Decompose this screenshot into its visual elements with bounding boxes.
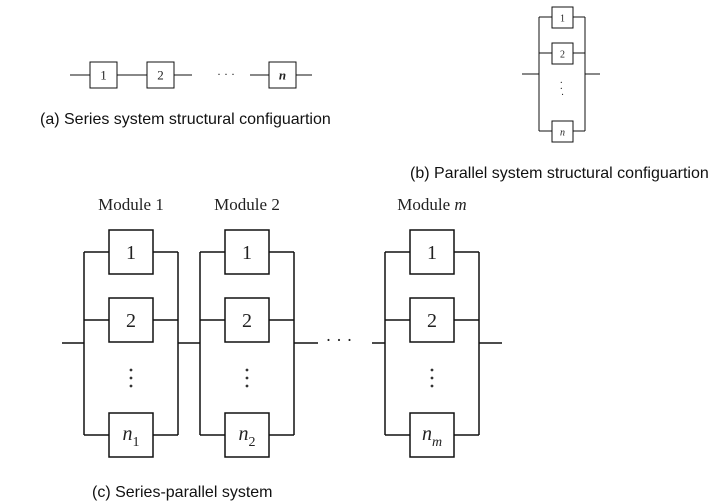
parallel-component-2-label: 2 xyxy=(560,50,565,61)
series-component-1-label: 1 xyxy=(100,68,107,83)
module-2-title-index: 2 xyxy=(271,195,280,214)
module-2-component-last xyxy=(224,412,270,458)
series-parallel-caption: (c) Series-parallel system xyxy=(92,484,272,501)
parallel-component-1-label: 1 xyxy=(560,14,565,25)
module-2-component-1 xyxy=(224,229,270,275)
module-1-component-2 xyxy=(108,297,154,343)
module-2-title-text: Module xyxy=(214,195,271,214)
module-3-title: Module m xyxy=(397,195,466,214)
module-2-component-1-label: 1 xyxy=(242,242,252,264)
series-caption: (a) Series system structural configuarti… xyxy=(40,111,331,128)
series-component-2-label: 2 xyxy=(157,68,164,83)
module-3-title-index: m xyxy=(454,195,466,214)
module-1-component-2-label: 2 xyxy=(126,310,136,332)
module-1-component-last xyxy=(108,412,154,458)
module-1-component-last-label: n1 xyxy=(123,423,140,450)
module-1-title: Module 1 xyxy=(98,195,164,214)
parallel-component-2 xyxy=(551,42,574,65)
module-1-component-last-sub: 1 xyxy=(133,435,140,450)
parallel-caption: (b) Parallel system structural configuar… xyxy=(410,165,709,182)
module-3-ellipsis-dot-1 xyxy=(430,368,434,372)
module-2-component-2-label: 2 xyxy=(242,310,252,332)
module-2-ellipsis-dot-3 xyxy=(245,384,249,388)
module-2-ellipsis-dot-2 xyxy=(245,376,249,380)
series-diagram: 1 2 · · · n xyxy=(70,61,312,89)
module-3-component-last-base: n xyxy=(422,423,432,445)
module-1-ellipsis-dot-2 xyxy=(129,376,133,380)
module-3-component-last-label: nm xyxy=(422,423,442,450)
module-1-title-text: Module xyxy=(98,195,155,214)
module-3-component-last-sub: m xyxy=(432,435,442,450)
module-2-component-last-label: n2 xyxy=(239,423,256,450)
module-2-component-last-sub: 2 xyxy=(249,435,256,450)
module-2-component-last-base: n xyxy=(239,423,249,445)
module-3-component-last xyxy=(409,412,455,458)
module-1-component-1 xyxy=(108,229,154,275)
module-1-title-index: 1 xyxy=(155,195,164,214)
module-3-component-1 xyxy=(409,229,455,275)
module-3-component-1-label: 1 xyxy=(427,242,437,264)
parallel-ellipsis-dot-1: · xyxy=(560,78,563,89)
parallel-component-n-label: n xyxy=(560,128,565,139)
module-3-component-2 xyxy=(409,297,455,343)
series-component-n xyxy=(268,61,297,89)
module-2-title: Module 2 xyxy=(214,195,280,214)
parallel-diagram: 1 2 · · · n xyxy=(522,6,600,143)
series-ellipsis: · · · xyxy=(217,67,235,81)
module-1-component-last-base: n xyxy=(123,423,133,445)
module-1-component-1-label: 1 xyxy=(126,242,136,264)
module-2-ellipsis-dot-1 xyxy=(245,368,249,372)
series-component-n-label: n xyxy=(279,68,286,83)
parallel-component-1 xyxy=(551,6,574,29)
parallel-ellipsis-dot-3: · xyxy=(561,90,564,101)
module-2-component-2 xyxy=(224,297,270,343)
module-1-ellipsis-dot-1 xyxy=(129,368,133,372)
sp-between-ellipsis: · · · xyxy=(326,330,353,350)
parallel-component-n xyxy=(551,120,574,143)
module-3-ellipsis-dot-3 xyxy=(430,384,434,388)
module-1-ellipsis-dot-3 xyxy=(129,384,133,388)
parallel-ellipsis: · · · xyxy=(560,78,566,101)
module-3-title-text: Module xyxy=(397,195,454,214)
module-3-component-2-label: 2 xyxy=(427,310,437,332)
module-3-ellipsis-dot-2 xyxy=(430,376,434,380)
parallel-ellipsis-dot-2: · xyxy=(560,84,563,95)
